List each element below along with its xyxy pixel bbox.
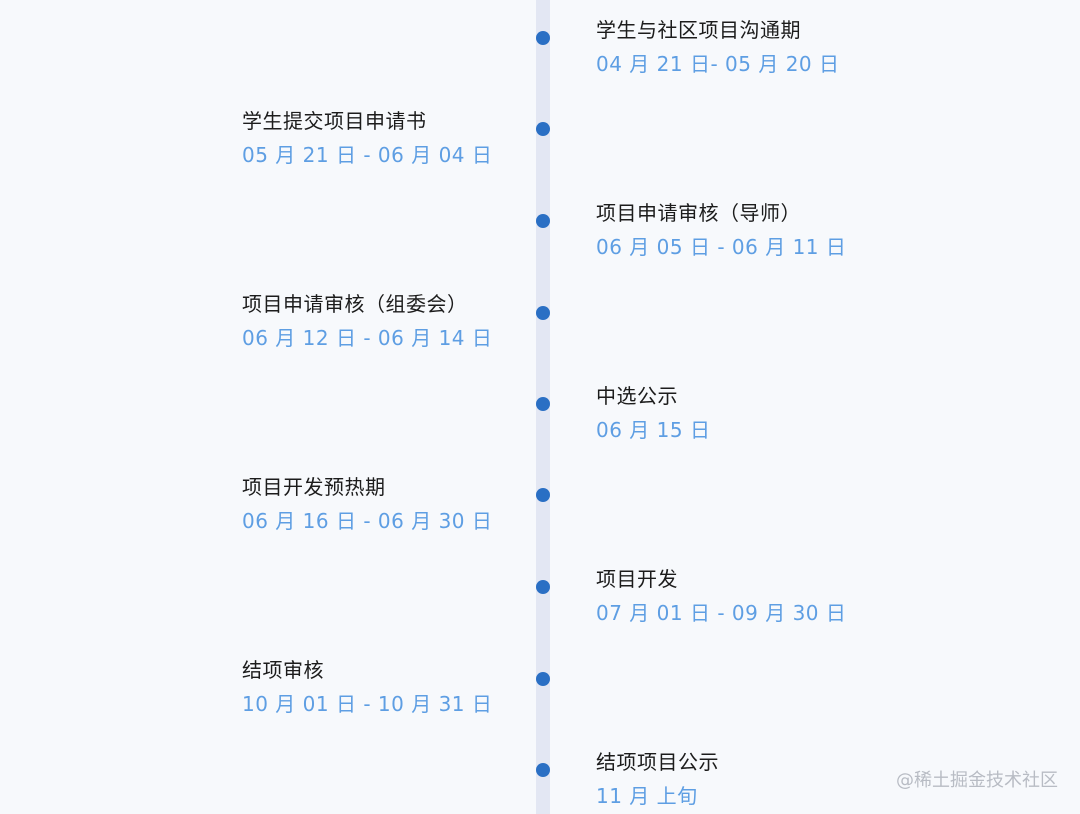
timeline-item-title: 项目申请审核（组委会） [242,292,468,316]
timeline-dot [536,672,550,686]
timeline-item-title: 结项审核 [242,658,324,682]
timeline-dot [536,306,550,320]
timeline-item-date: 06 月 16 日 - 06 月 30 日 [242,509,493,533]
timeline-item-title: 学生提交项目申请书 [242,109,427,133]
timeline-dot [536,397,550,411]
timeline-dot [536,580,550,594]
timeline-item-date: 06 月 15 日 [596,418,711,442]
timeline-item: 结项项目公示 11 月 上旬 [596,750,719,808]
timeline-item-date: 06 月 12 日 - 06 月 14 日 [242,326,493,350]
timeline-item: 中选公示 06 月 15 日 [596,384,710,442]
timeline-item: 结项审核 10 月 01 日 - 10 月 31 日 [242,658,492,716]
timeline-dot [536,214,550,228]
timeline-item-date: 06 月 05 日 - 06 月 11 日 [596,235,847,259]
timeline-item-title: 项目开发 [596,567,678,591]
timeline-dot [536,122,550,136]
timeline-item-date: 07 月 01 日 - 09 月 30 日 [596,601,847,625]
timeline-item: 项目开发预热期 06 月 16 日 - 06 月 30 日 [242,475,492,533]
timeline-dot [536,31,550,45]
timeline-item-date: 10 月 01 日 - 10 月 31 日 [242,692,493,716]
timeline-item: 项目申请审核（导师） 06 月 05 日 - 06 月 11 日 [596,201,846,259]
timeline-dot [536,763,550,777]
timeline-item-title: 结项项目公示 [596,750,719,774]
timeline-item: 项目开发 07 月 01 日 - 09 月 30 日 [596,567,846,625]
timeline-item-date: 05 月 21 日 - 06 月 04 日 [242,143,493,167]
timeline-item-title: 项目开发预热期 [242,475,386,499]
timeline-item-title: 中选公示 [596,384,678,408]
timeline-item: 项目申请审核（组委会） 06 月 12 日 - 06 月 14 日 [242,292,492,350]
timeline-item-date: 04 月 21 日- 05 月 20 日 [596,52,840,76]
timeline-item: 学生提交项目申请书 05 月 21 日 - 06 月 04 日 [242,109,492,167]
timeline-item-title: 项目申请审核（导师） [596,201,801,225]
timeline-dot [536,488,550,502]
timeline-item-date: 11 月 上旬 [596,784,698,808]
timeline-item: 学生与社区项目沟通期 04 月 21 日- 05 月 20 日 [596,18,840,76]
timeline-item-title: 学生与社区项目沟通期 [596,18,801,42]
watermark: @稀土掘金技术社区 [896,770,1058,791]
